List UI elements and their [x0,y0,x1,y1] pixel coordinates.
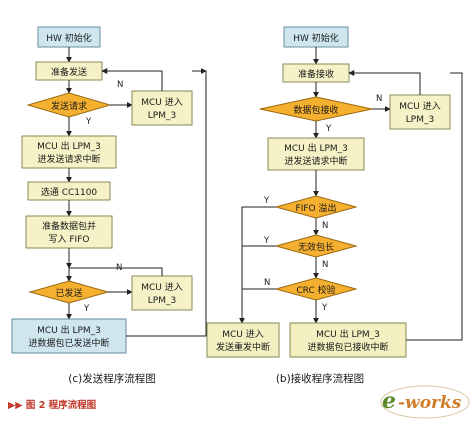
node-mcu-exit-lpm3-recv [267,137,365,171]
node-mcu-exit-received [289,322,407,358]
yes-label: Y [321,303,328,313]
yes-label: Y [263,196,270,206]
no-label: N [117,80,123,90]
node-mcu-enter-lpm3-recv [389,94,451,130]
mcu-exit-sent-line2: 进数据包已发送中断 [28,337,109,349]
crc-check-label: CRC 校验 [296,284,335,296]
send-flowchart: HW 初始化 准备发送 发送请求 N Y MCU 进入 LPM_3 MCU 出 … [11,26,207,385]
mcu-exit-lpm3-line1: MCU 出 LPM_3 [37,140,101,152]
eworks-logo: e -works [380,385,470,419]
mcu-exit-sent-line1: MCU 出 LPM_3 [37,324,101,336]
no-label: N [322,221,328,231]
eworks-logo-text: -works [398,393,462,413]
prepare-packet-line1: 准备数据包并 [42,220,96,232]
figure-caption: ▶▶ 图 2 程序流程图 [8,399,96,411]
node-mcu-exit-lpm3-sent [11,318,127,354]
node-mcu-exit-lpm3-send [21,135,117,169]
select-cc1100-label: 选通 CC1100 [41,186,98,198]
edge [406,72,463,341]
packet-received-label: 数据包接收 [293,104,338,116]
no-label: N [376,94,382,104]
fifo-overflow-label: FIFO 溢出 [296,202,337,214]
mcu-enter-resend-line1: MCU 进入 [222,329,264,340]
edge [126,70,207,337]
eworks-logo-e: e [382,388,396,414]
invalid-length-label: 无效包长 [298,241,334,253]
edge [348,70,421,95]
edge [66,267,163,282]
node-mcu-enter-resend [206,322,280,358]
no-label: N [322,260,328,270]
prepare-packet-line2: 写入 FIFO [49,234,90,245]
edge [241,206,276,323]
yes-label: Y [325,124,332,134]
prepare-receive-label: 准备接收 [298,68,334,80]
edge [101,68,163,91]
sent-label: 已发送 [55,287,82,299]
node-mcu-enter-lpm3-send [131,90,193,126]
mcu-exit-received-line2: 进数据包已接收中断 [307,341,388,353]
mcu-enter-lpm3-2-line1: MCU 进入 [141,282,183,293]
hw-init-send-label: HW 初始化 [46,32,92,44]
send-request-label: 发送请求 [51,100,87,112]
mcu-enter-lpm3-line1: MCU 进入 [141,97,183,108]
yes-label: Y [85,117,92,127]
receive-flowchart: HW 初始化 准备接收 数据包接收 N Y MCU 进入 LPM_3 MCU 出… [206,26,463,385]
yes-label: Y [83,304,90,314]
mcu-exit-recv-line1: MCU 出 LPM_3 [284,142,348,154]
mcu-enter-resend-line2: 发送重发中断 [216,341,270,353]
hw-init-recv-label: HW 初始化 [293,32,339,44]
no-label: N [264,278,270,288]
receive-caption: (b)接收程序流程图 [276,372,364,385]
mcu-exit-recv-line2: 进发送请求中断 [284,155,347,167]
mcu-exit-lpm3-line2: 进发送请求中断 [37,153,100,165]
mcu-enter-recv-line2: LPM_3 [406,115,434,125]
prepare-send-label: 准备发送 [51,66,87,78]
mcu-enter-recv-line1: MCU 进入 [399,101,441,112]
send-caption: (c)发送程序流程图 [68,372,155,385]
node-mcu-enter-lpm3-sent [131,275,193,311]
yes-label: Y [263,236,270,246]
mcu-exit-received-line1: MCU 出 LPM_3 [316,328,380,340]
mcu-enter-lpm3-2-line2: LPM_3 [148,296,176,306]
mcu-enter-lpm3-line2: LPM_3 [148,111,176,121]
